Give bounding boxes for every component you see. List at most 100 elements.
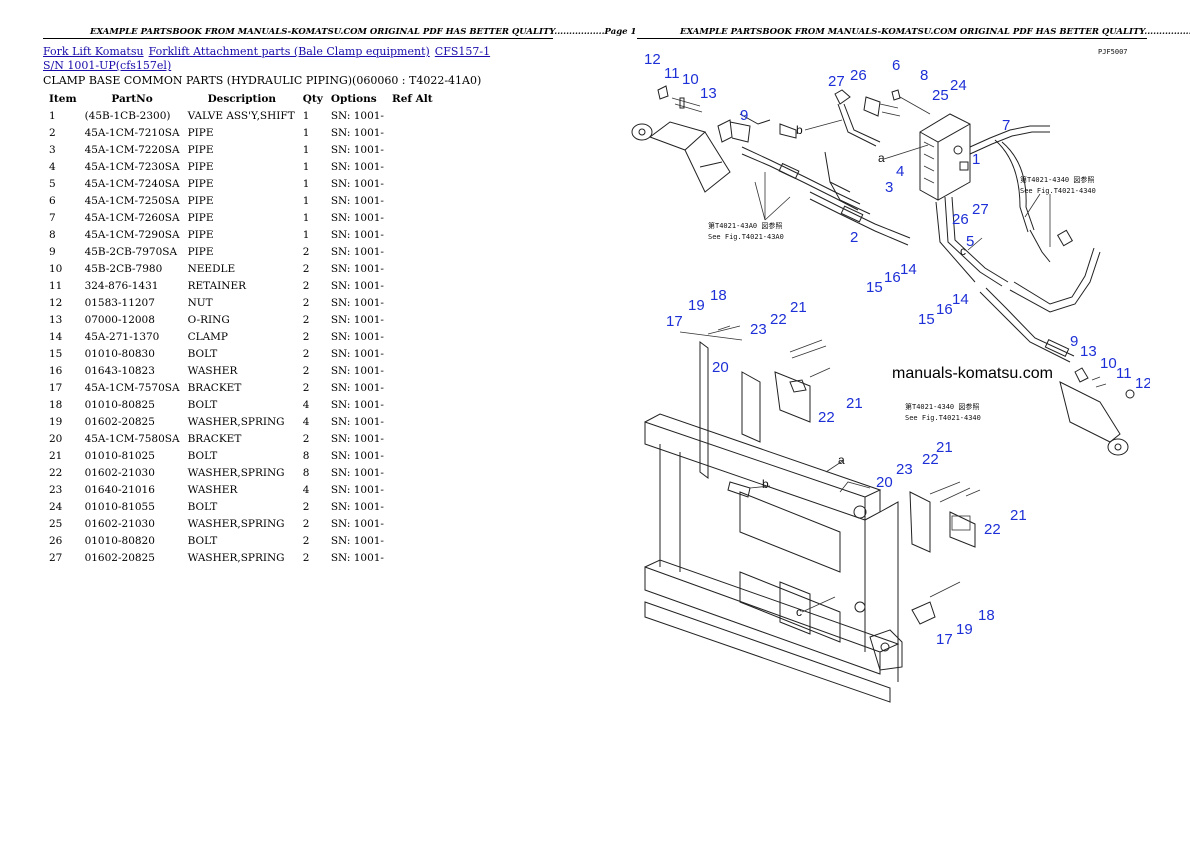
cell-options: SN: 1001- [330, 415, 384, 428]
cell-item: 15 [49, 347, 63, 360]
cell-partno: 01640-21016 [84, 483, 155, 496]
cell-qty: 1 [302, 143, 310, 156]
cell-description: CLAMP [187, 330, 228, 343]
cell-ref-alt [388, 430, 437, 447]
cell-partno: 01602-20825 [84, 415, 155, 428]
cell-partno: 45A-1CM-7290SA [84, 228, 180, 241]
cell-item: 25 [49, 517, 63, 530]
ref-leaders-1 [754, 172, 791, 221]
cell-description: NEEDLE [187, 262, 236, 275]
cell-options: SN: 1001- [330, 517, 384, 530]
cell-options: SN: 1001- [330, 126, 384, 139]
bracket-group-mid [741, 371, 976, 625]
breadcrumb-link-fork-lift[interactable]: Fork Lift Komatsu [43, 45, 144, 58]
cell-partno: 45A-1CM-7220SA [84, 143, 180, 156]
cell-qty: 8 [302, 466, 310, 479]
cell-partno: 45A-1CM-7260SA [84, 211, 180, 224]
cell-qty: 2 [302, 381, 310, 394]
watermark-text: manuals-komatsu.com [892, 365, 1053, 382]
cell-item: 17 [49, 381, 63, 394]
letter-b-bottom: b [762, 477, 769, 491]
cell-partno: 45A-1CM-7210SA [84, 126, 180, 139]
ref-en-3: See Fig.T4021-4340 [905, 414, 981, 422]
cell-qty: 2 [302, 534, 310, 547]
callout-4: 4 [896, 163, 904, 180]
cell-item: 3 [49, 143, 56, 156]
page1-header: EXAMPLE PARTSBOOK FROM MANUALS-KOMATSU.C… [90, 27, 637, 37]
callout-13-b: 13 [1080, 343, 1097, 360]
cell-description: BRACKET [187, 381, 242, 394]
breadcrumb-link-attachment-parts[interactable]: Forklift Attachment parts (Bale Clamp eq… [148, 45, 430, 58]
cell-partno: 45A-271-1370 [84, 330, 160, 343]
cell-qty: 2 [302, 517, 310, 530]
cell-partno: 45A-1CM-7230SA [84, 160, 180, 173]
callout-20-b: 20 [876, 474, 893, 491]
callout-21-d: 21 [1010, 507, 1027, 524]
cell-options: SN: 1001- [330, 177, 384, 190]
cell-options: SN: 1001- [330, 500, 384, 513]
cell-ref-alt [388, 362, 437, 379]
cell-ref-alt [388, 141, 437, 158]
cell-description: PIPE [187, 194, 214, 207]
cylinder-left [631, 121, 731, 193]
cell-partno: 45B-2CB-7970SA [84, 245, 178, 258]
cell-item: 20 [49, 432, 63, 445]
letter-c-top: c [960, 244, 966, 258]
callout-11-b: 11 [1116, 365, 1132, 382]
cell-description: WASHER,SPRING [187, 551, 285, 564]
diagram-code: PJF5007 [1098, 48, 1128, 56]
cell-qty: 1 [302, 194, 310, 207]
cell-options: SN: 1001- [330, 330, 384, 343]
cell-options: SN: 1001- [330, 364, 384, 377]
cell-partno: (45B-1CB-2300) [84, 109, 171, 122]
cell-ref-alt [388, 515, 437, 532]
callout-8: 8 [920, 67, 928, 84]
cell-qty: 2 [302, 432, 310, 445]
cell-ref-alt [388, 209, 437, 226]
callout-12-b: 12 [1135, 375, 1150, 392]
cell-partno: 324-876-1431 [84, 279, 159, 292]
cell-description: WASHER [187, 364, 238, 377]
breadcrumb: Fork Lift Komatsu Forklift Attachment par… [43, 45, 513, 73]
cell-partno: 01602-21030 [84, 517, 155, 530]
cell-description: PIPE [187, 177, 214, 190]
callout-24: 24 [950, 77, 967, 94]
callout-25: 25 [932, 87, 949, 104]
cell-ref-alt [388, 175, 437, 192]
pipe-group-middle [741, 146, 911, 246]
cell-partno: 45A-1CM-7250SA [84, 194, 180, 207]
cell-options: SN: 1001- [330, 347, 384, 360]
cell-description: WASHER [187, 483, 238, 496]
fitting-group-top-left [657, 85, 751, 143]
callout-15-b: 15 [918, 311, 935, 328]
callout-27-b: 27 [972, 201, 989, 218]
cell-partno: 45A-1CM-7240SA [84, 177, 180, 190]
callout-6: 6 [892, 57, 900, 74]
hardware-leaders [707, 325, 981, 598]
cell-item: 18 [49, 398, 63, 411]
breadcrumb-link-model[interactable]: CFS157-1 S/N 1001-UP(cfs157el) [43, 45, 491, 72]
ref-jp-2: 第T4021-4340 図参照 [1020, 175, 1094, 184]
cell-options: SN: 1001- [330, 313, 384, 326]
cell-qty: 4 [302, 483, 310, 496]
cell-qty: 1 [302, 109, 310, 122]
cell-qty: 1 [302, 211, 310, 224]
cell-item: 19 [49, 415, 63, 428]
cell-ref-alt [388, 192, 437, 209]
cell-qty: 2 [302, 330, 310, 343]
callout-10: 10 [682, 71, 699, 88]
cell-ref-alt [388, 277, 437, 294]
col-header-ref-alt: Ref Alt [391, 92, 433, 105]
cell-ref-alt [388, 396, 437, 413]
callout-9: 9 [740, 107, 748, 124]
cell-item: 22 [49, 466, 63, 479]
cell-description: WASHER,SPRING [187, 517, 285, 530]
